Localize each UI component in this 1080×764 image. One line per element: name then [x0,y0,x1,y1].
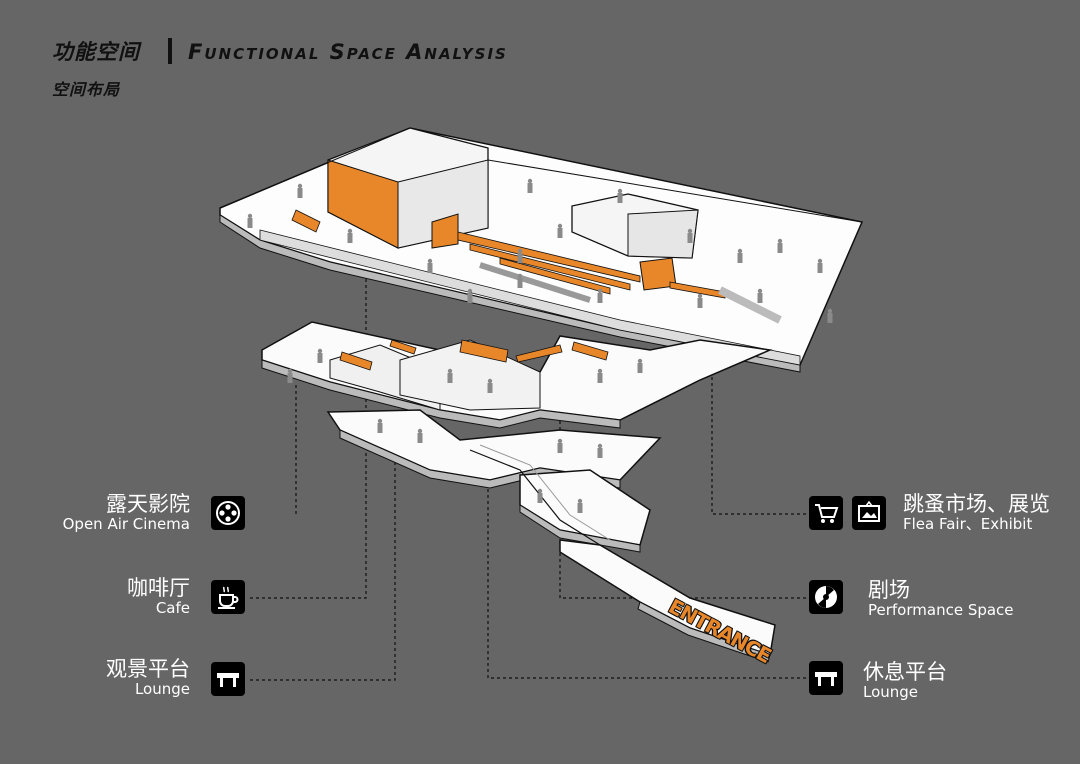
lower-level-floor [326,409,662,553]
label-performance: 剧场 Performance Space [868,578,1068,620]
label-cafe: 咖啡厅 Cafe [40,576,190,618]
label-cinema-cn: 露天影院 [106,492,190,516]
page-title-en: Functional Space Analysis [188,40,508,64]
label-cinema-en: Open Air Cinema [62,515,190,534]
label-lounge-rest-cn: 休息平台 [863,660,947,684]
music-disc-icon [809,580,843,614]
bench-icon [211,662,245,696]
picture-icon [852,496,886,530]
leader-cafe [250,270,367,599]
coffee-cup-icon [211,580,245,614]
label-cafe-en: Cafe [155,599,190,618]
label-flea-cn: 跳蚤市场、展览 [903,492,1050,516]
leader-lounge-rest [487,470,806,679]
middle-level-floor [261,321,773,429]
label-performance-cn: 剧场 [868,578,910,602]
leader-lines [250,270,806,681]
leader-lounge-view [250,460,396,681]
page-subtitle: 空间布局 [52,80,121,99]
title-divider [168,38,172,64]
page-title-cn: 功能空间 [52,40,140,64]
label-lounge-view: 观景平台 Lounge [40,657,190,699]
label-flea-en: Flea Fair、Exhibit [903,515,1033,534]
label-lounge-view-cn: 观景平台 [106,657,190,681]
leader-performance [559,350,806,599]
label-lounge-view-en: Lounge [134,680,190,699]
label-performance-en: Performance Space [868,601,1014,620]
label-lounge-rest-en: Lounge [863,683,919,702]
leader-flea [711,350,806,515]
label-flea: 跳蚤市场、展览 Flea Fair、Exhibit [903,492,1073,534]
label-cafe-cn: 咖啡厅 [127,576,190,600]
people-silhouettes [247,178,833,513]
film-reel-icon [211,496,245,530]
label-lounge-rest: 休息平台 Lounge [863,660,1063,702]
label-cinema: 露天影院 Open Air Cinema [40,492,190,534]
cart-icon [809,496,843,530]
bench-icon [809,661,843,695]
